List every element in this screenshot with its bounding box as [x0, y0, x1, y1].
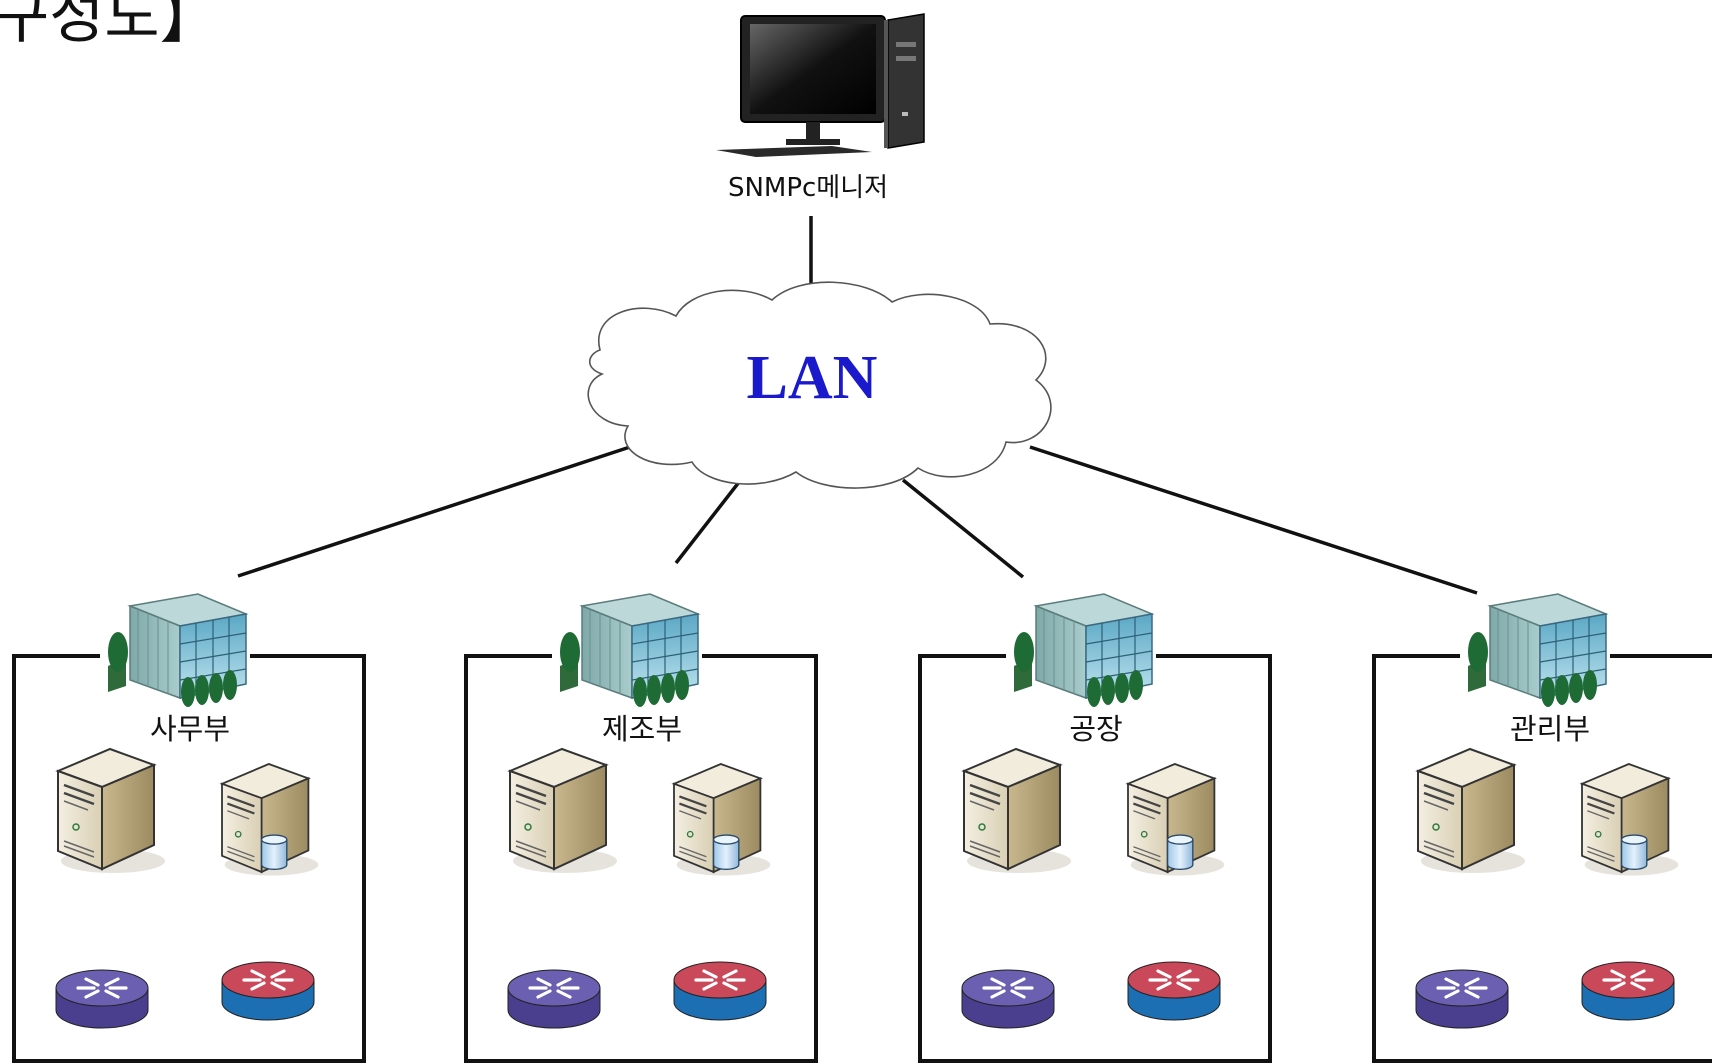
- database-icon: [1620, 839, 1648, 870]
- diagram-title: 구성도】: [0, 0, 220, 52]
- department-label: 관리부: [1510, 712, 1590, 746]
- tower-server-icon: [508, 747, 619, 875]
- department-box: 제조부: [464, 593, 818, 1063]
- office-building-icon: [559, 593, 699, 708]
- router-icon: [1580, 960, 1676, 1022]
- lan-cloud: LAN: [587, 281, 1052, 489]
- office-building-icon: [1467, 593, 1607, 708]
- department-frame: [1372, 654, 1712, 1063]
- database-icon: [260, 839, 288, 870]
- department-label: 제조부: [602, 712, 682, 746]
- department-label: 사무부: [150, 712, 230, 746]
- lan-label: LAN: [747, 344, 878, 412]
- tower-server-icon: [1416, 747, 1527, 875]
- office-building-icon: [1013, 593, 1153, 708]
- database-server-icon: [1126, 762, 1226, 877]
- department-frame: [918, 654, 1272, 1063]
- department-frame: [464, 654, 818, 1063]
- department-box: 사무부: [12, 593, 366, 1063]
- router-icon: [220, 960, 316, 1022]
- tower-server-icon: [56, 747, 167, 875]
- manager-label: SNMPc메니저: [728, 173, 888, 203]
- lan-to-dept-3-link: [901, 478, 1025, 579]
- lan-to-dept-1-link: [237, 444, 634, 578]
- database-server-icon: [220, 762, 320, 877]
- department-box: 공장: [918, 593, 1272, 1063]
- router-icon: [1414, 968, 1510, 1030]
- tower-server-icon: [962, 747, 1073, 875]
- router-icon: [1126, 960, 1222, 1022]
- database-server-icon: [1580, 762, 1680, 877]
- lan-to-dept-4-link: [1029, 445, 1478, 595]
- router-icon: [960, 968, 1056, 1030]
- database-server-icon: [672, 762, 772, 877]
- department-box: 관리부: [1372, 593, 1712, 1063]
- department-label: 공장: [1069, 712, 1122, 746]
- office-building-icon: [107, 593, 247, 708]
- router-icon: [54, 968, 150, 1030]
- department-boxes: 사무부 제조부 공장 관리부: [12, 593, 1712, 1063]
- desktop-computer-icon: [716, 13, 925, 157]
- router-icon: [672, 960, 768, 1022]
- router-icon: [506, 968, 602, 1030]
- database-icon: [1166, 839, 1194, 870]
- department-frame: [12, 654, 366, 1063]
- database-icon: [712, 839, 740, 870]
